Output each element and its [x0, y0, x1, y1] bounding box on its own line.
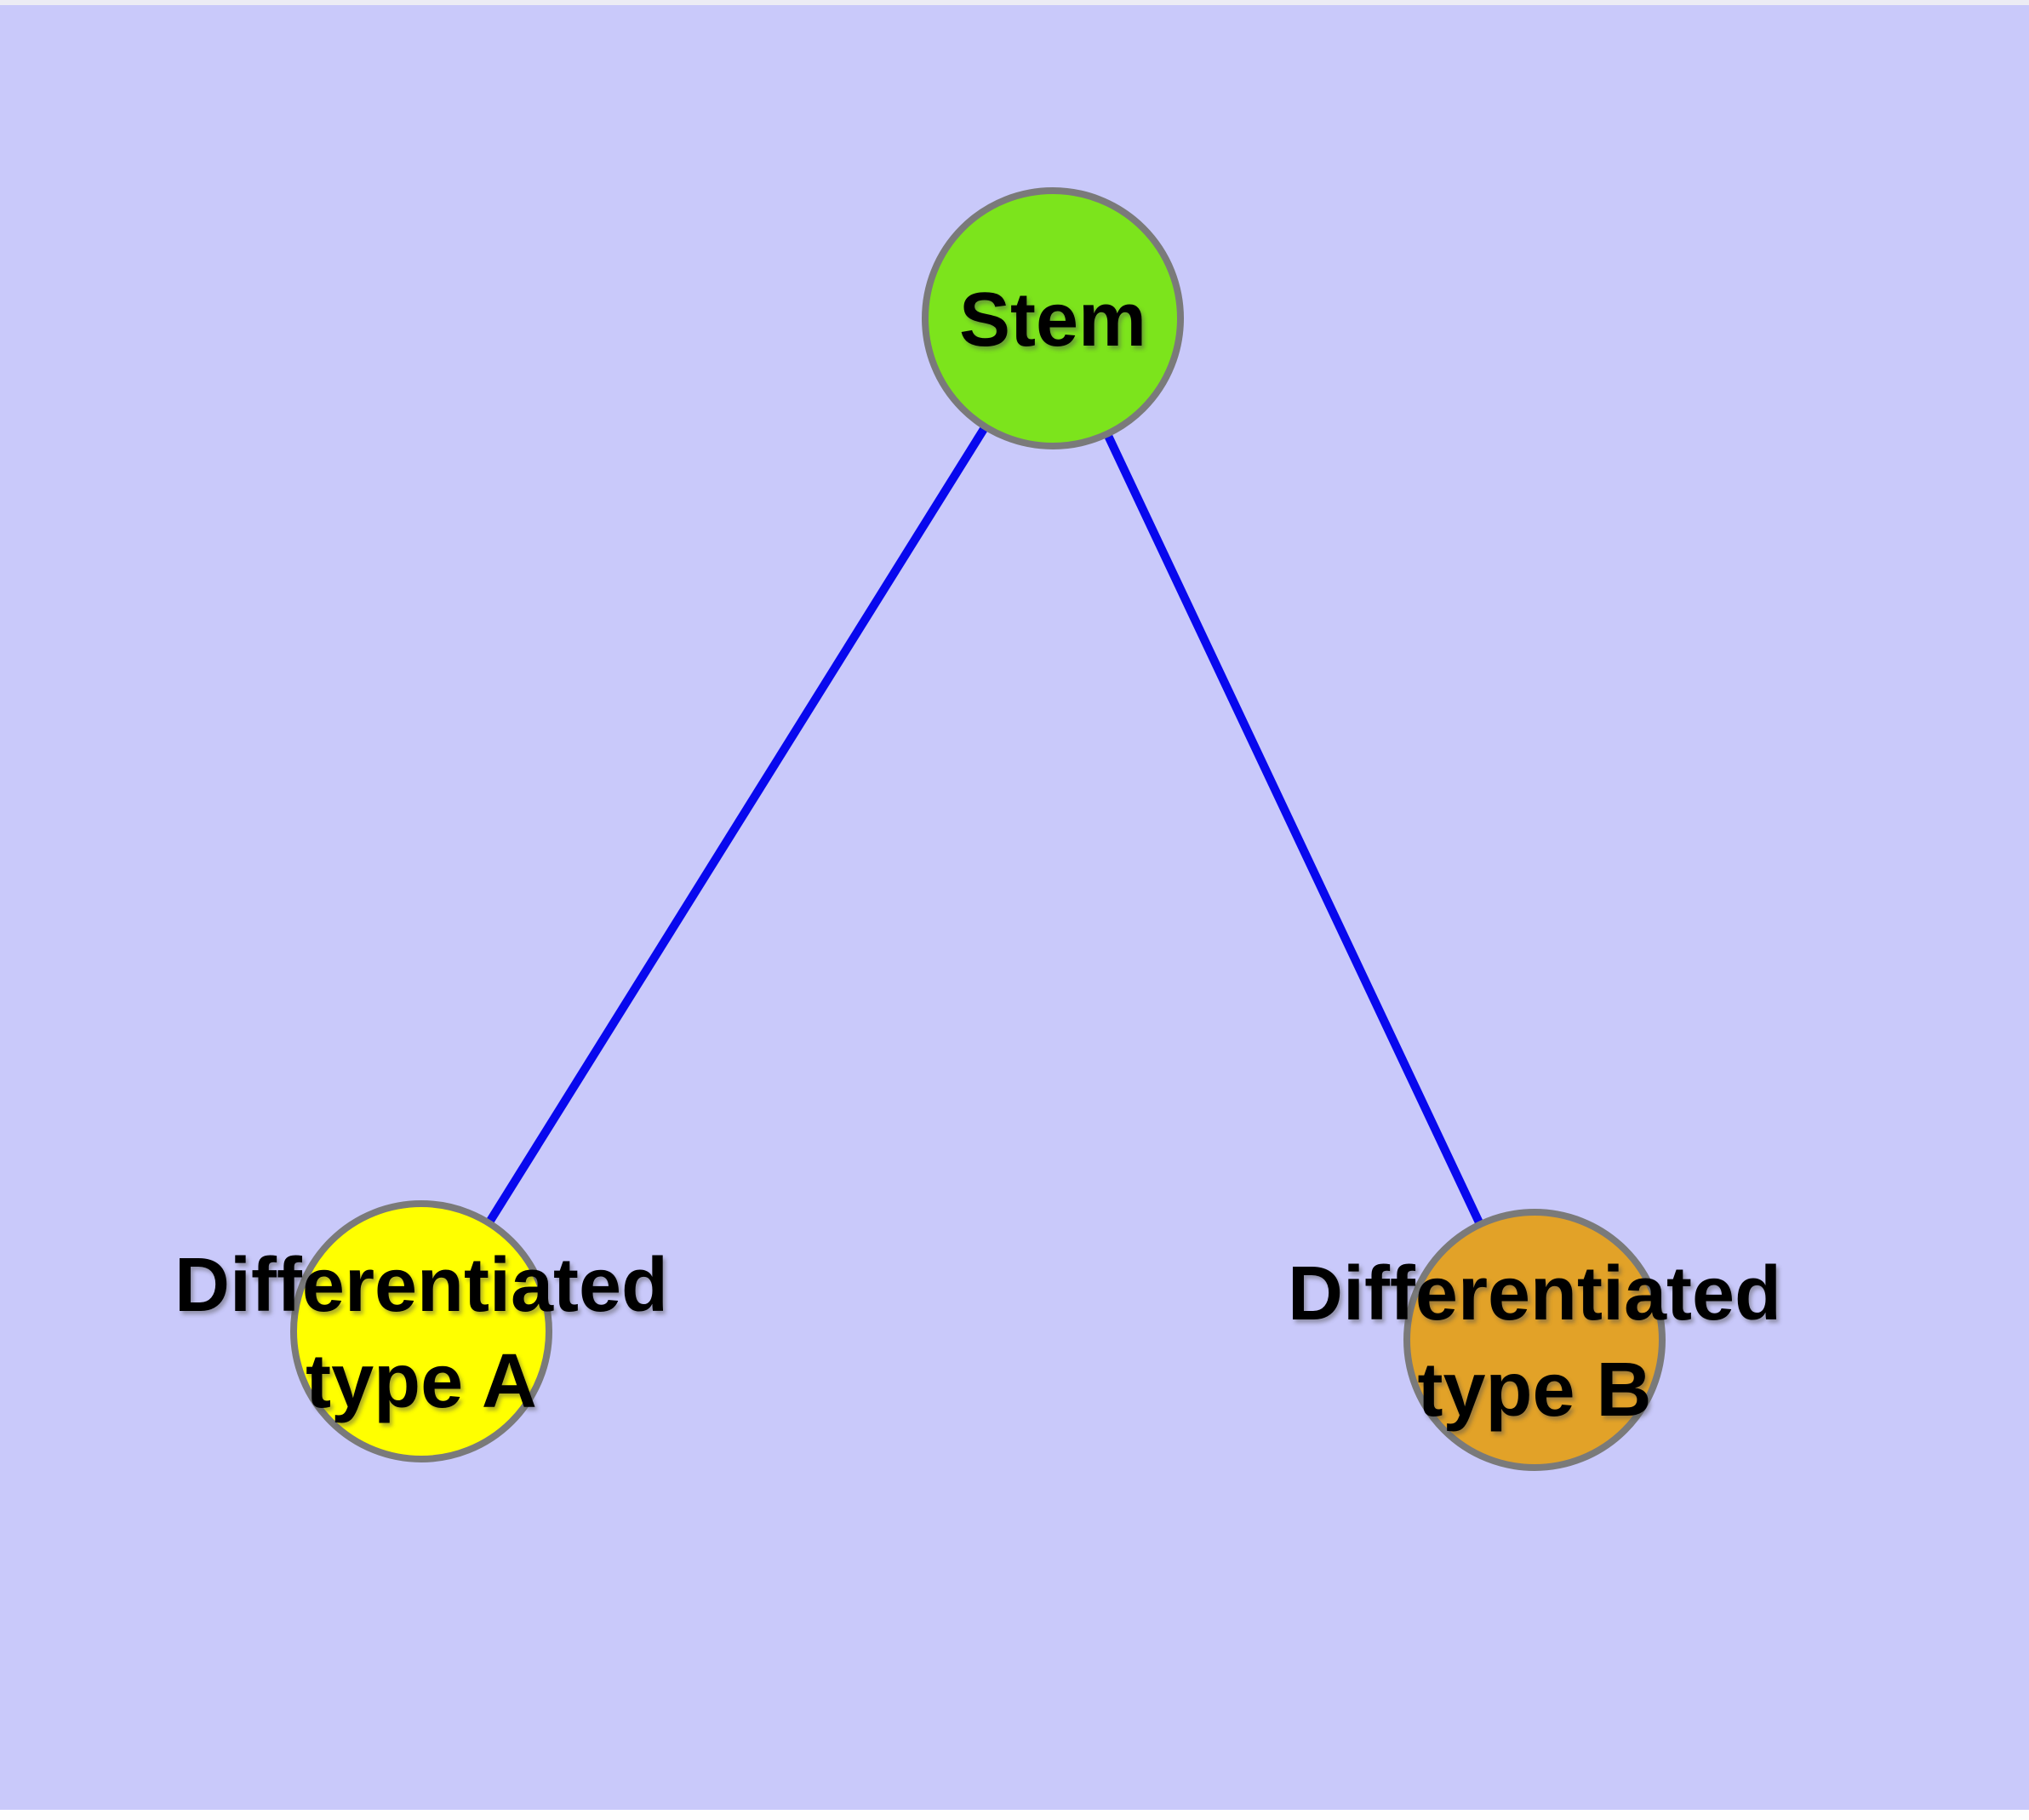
node-type-b — [1403, 1209, 1666, 1471]
node-type-b-label-line-1: Differentiated — [1288, 1251, 1781, 1336]
top-margin-strip — [0, 0, 2029, 5]
node-type-b-label-line-2: type B — [1417, 1348, 1651, 1433]
node-type-a-label-line-2: type A — [306, 1339, 537, 1424]
edge-stem-to-type-b — [1049, 316, 1539, 1342]
node-type-a — [290, 1200, 552, 1462]
bottom-margin-strip — [0, 1810, 2029, 1820]
node-stem — [922, 187, 1184, 449]
node-type-a-label-line-1: Differentiated — [174, 1243, 668, 1328]
node-stem-label: Stem — [959, 278, 1146, 363]
edge-stem-to-type-a — [417, 316, 1057, 1334]
